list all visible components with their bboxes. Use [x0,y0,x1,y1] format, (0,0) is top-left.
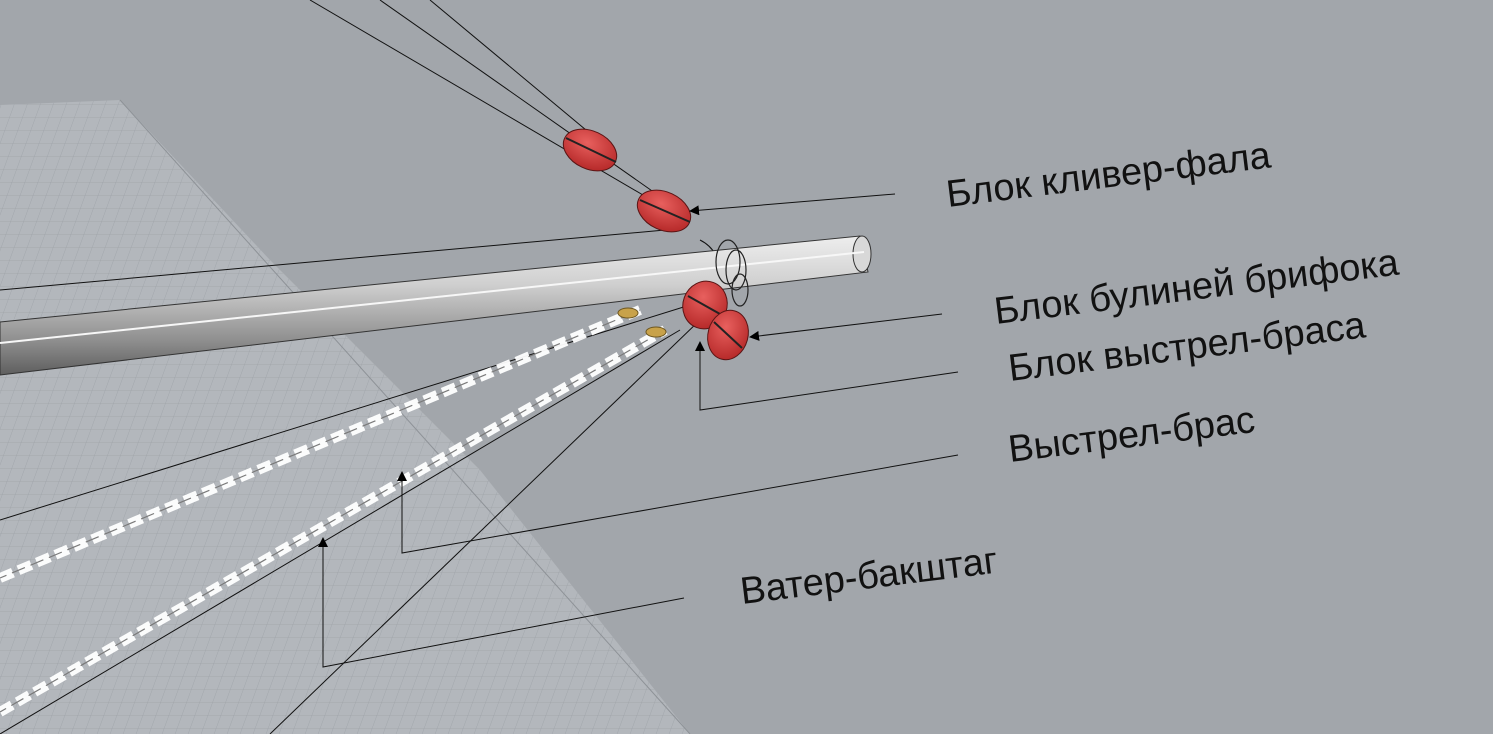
shackles [618,308,666,337]
label-boom-brace: Выстрел-брас [1006,399,1257,471]
leader-bowline [750,314,942,337]
label-water-backstay: Ватер-бакштаг [738,540,1000,613]
label-jib-halyard-block: Блок кливер-фала [944,134,1274,216]
jib-halyard-block [631,182,698,240]
leader-jib-halyard [690,194,895,211]
grid-plane [0,100,690,734]
upper-halyard-block [557,121,624,179]
